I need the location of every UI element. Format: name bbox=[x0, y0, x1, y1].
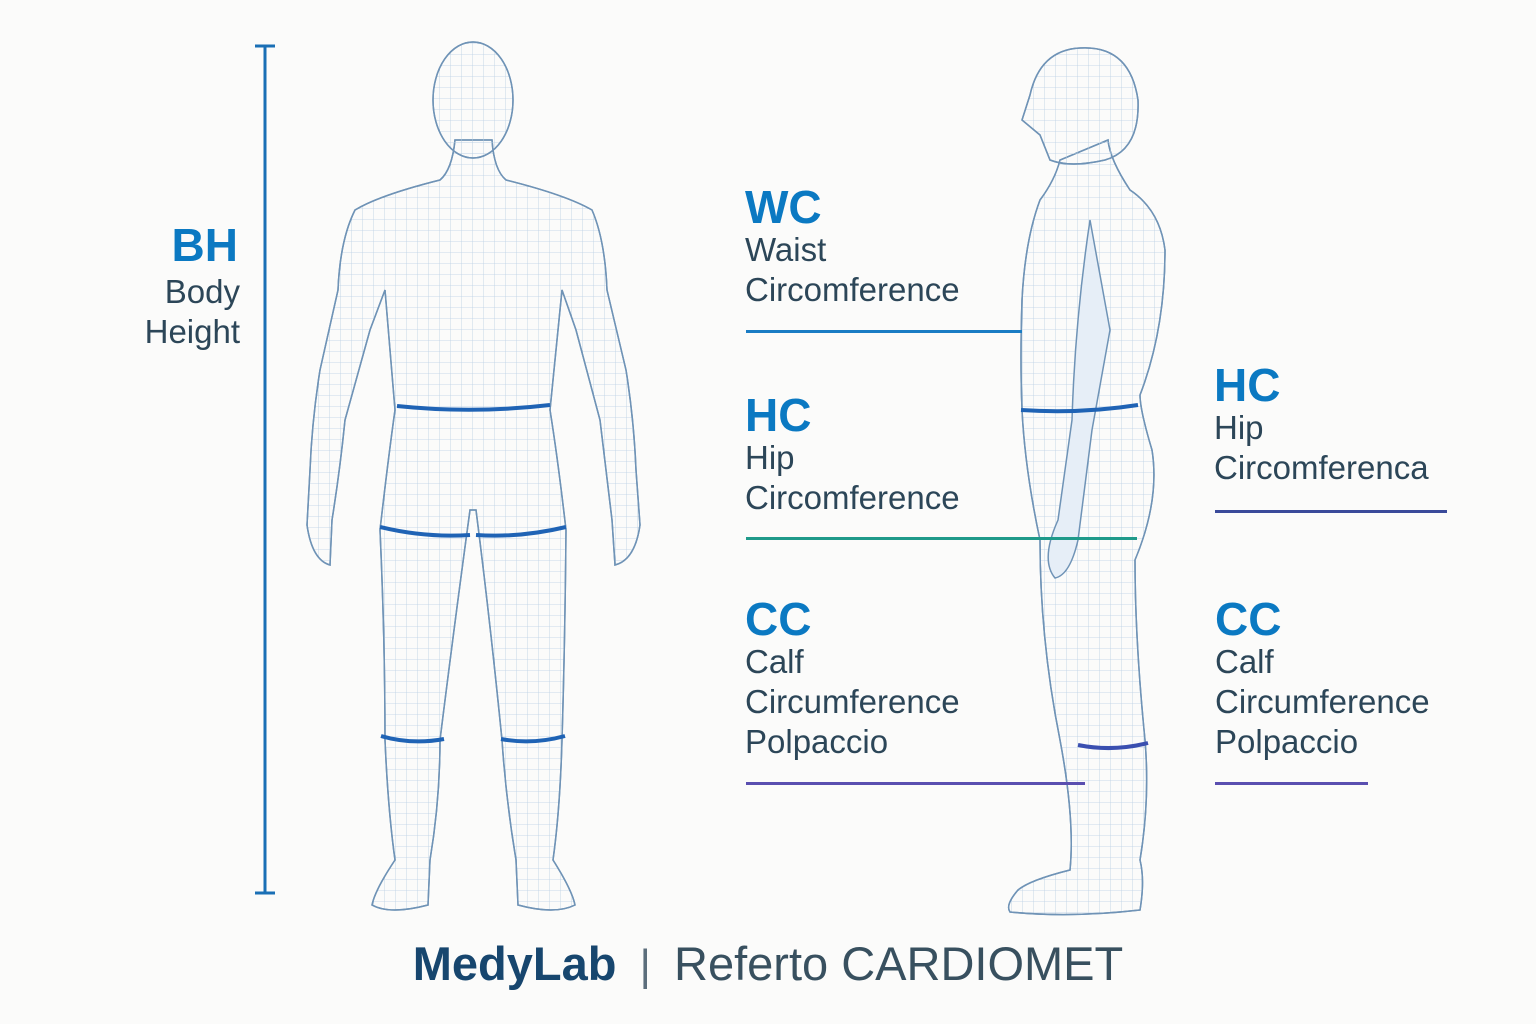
hc-left-line2: Circomference bbox=[745, 479, 960, 516]
bh-line1: Body bbox=[164, 273, 240, 310]
hc-right-abbr: HC bbox=[1214, 359, 1281, 411]
cc-left-abbr: CC bbox=[745, 593, 812, 645]
cc-right-abbr: CC bbox=[1215, 593, 1282, 645]
bh-abbr: BH bbox=[171, 219, 238, 271]
hc-right-line2: Circomferenca bbox=[1214, 449, 1429, 486]
label-waist-circumference: WC Waist Circomference bbox=[745, 184, 960, 310]
hip-line-left bbox=[746, 537, 1137, 540]
wc-line1: Waist bbox=[745, 231, 827, 268]
cc-left-line3: Polpaccio bbox=[745, 723, 889, 760]
wc-abbr: WC bbox=[745, 181, 822, 233]
footer: MedyLab | Referto CARDIOMET bbox=[0, 936, 1536, 991]
report-title: Referto CARDIOMET bbox=[674, 937, 1124, 990]
calf-line-left bbox=[746, 782, 1085, 785]
side-measure-bands bbox=[1020, 403, 1149, 751]
footer-separator: | bbox=[639, 941, 651, 990]
cc-right-line3: Polpaccio bbox=[1215, 723, 1359, 760]
label-calf-circumference-right: CC Calf Circumference Polpaccio bbox=[1215, 596, 1430, 762]
cc-right-line1: Calf bbox=[1215, 643, 1274, 680]
height-measure-bar bbox=[255, 44, 275, 895]
hc-left-abbr: HC bbox=[745, 389, 812, 441]
label-hip-circumference-right: HC Hip Circomferenca bbox=[1214, 362, 1429, 488]
hip-line-right bbox=[1215, 510, 1447, 513]
front-measure-bands bbox=[379, 403, 567, 744]
wc-line2: Circomference bbox=[745, 271, 960, 308]
label-body-height: BH Body Height bbox=[140, 222, 240, 352]
label-calf-circumference-left: CC Calf Circumference Polpaccio bbox=[745, 596, 960, 762]
bh-line2: Height bbox=[144, 313, 240, 350]
hc-right-line1: Hip bbox=[1214, 409, 1264, 446]
cc-left-line2: Circumference bbox=[745, 683, 960, 720]
waist-line bbox=[746, 330, 1022, 333]
brand-name: MedyLab bbox=[412, 937, 617, 990]
label-hip-circumference-left: HC Hip Circomference bbox=[745, 392, 960, 518]
calf-line-right bbox=[1215, 782, 1368, 785]
front-body-figure bbox=[306, 41, 641, 911]
cc-right-line2: Circumference bbox=[1215, 683, 1430, 720]
hc-left-line1: Hip bbox=[745, 439, 795, 476]
cc-left-line1: Calf bbox=[745, 643, 804, 680]
side-body-figure bbox=[1007, 47, 1166, 916]
